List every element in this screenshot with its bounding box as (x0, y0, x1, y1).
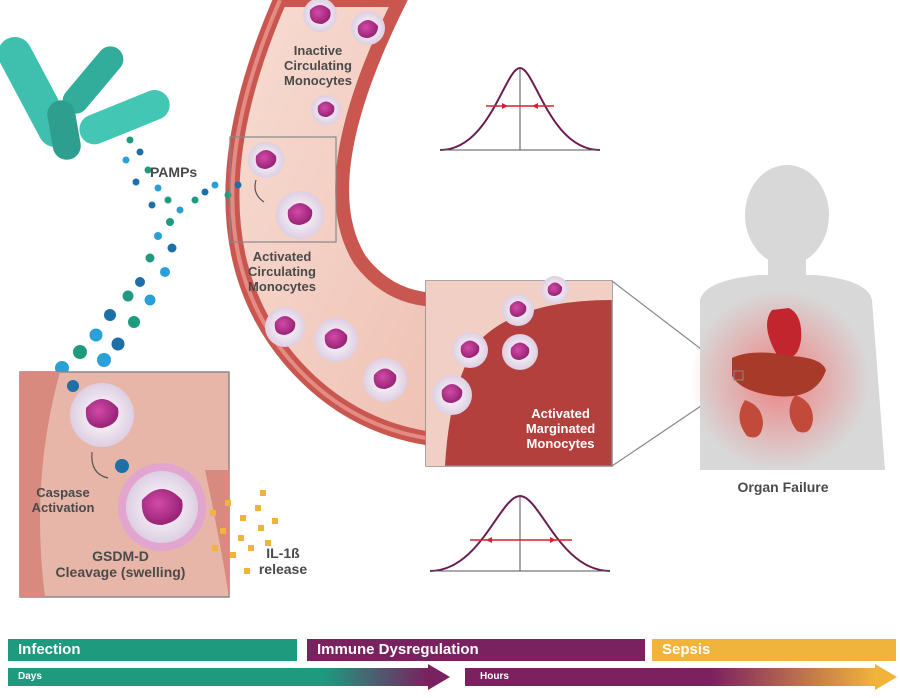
phase-immune-dysregulation: Immune Dysregulation (307, 639, 645, 661)
phase-infection: Infection (8, 639, 297, 661)
pyroptosis-inset (19, 371, 230, 598)
il1b-particles (210, 490, 278, 574)
activation-zoom-box (229, 136, 337, 243)
timeline-hours-label: Hours (480, 671, 509, 682)
activated-marginated-label: Activated Marginated Monocytes (525, 406, 596, 451)
timeline-arrow (8, 664, 897, 690)
bacteria-icon (0, 37, 170, 160)
elevated-mdw-chart (429, 494, 611, 572)
gsdmd-cleavage-label: GSDM-D Cleavage (swelling) (55, 548, 186, 581)
pamps-label: PAMPs (150, 164, 198, 180)
pamp-particles (55, 136, 242, 375)
inactive-monocytes (303, 0, 385, 125)
marginated-zoom-box (425, 276, 736, 467)
organ-failure-label: Organ Failure (737, 479, 829, 495)
caspase-activation-label: Caspase Activation (31, 485, 95, 515)
activated-monocytes (265, 307, 407, 402)
inactive-monocytes-label: Inactive Circulating Monocytes (284, 43, 352, 88)
activated-circulating-label: Activated Circulating Monocytes (248, 249, 316, 294)
il1b-release-label: IL-1ß release (258, 545, 308, 578)
timeline-days-label: Days (18, 671, 42, 682)
organs-icon (690, 290, 870, 470)
normal-mdw-chart (439, 66, 601, 151)
phase-sepsis: Sepsis (652, 639, 896, 661)
